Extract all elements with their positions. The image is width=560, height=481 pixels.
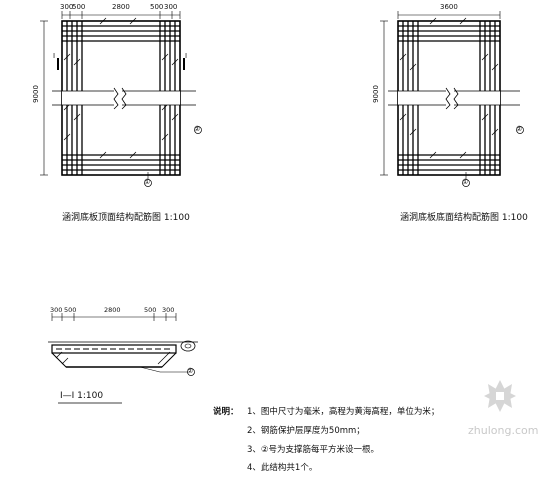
note-1: 1、图中尺寸为毫米，高程为黄海高程，单位为米；: [247, 407, 440, 417]
note-2: 2、钢筋保护层厚度为50mm；: [247, 426, 365, 436]
dim-section-2: 500: [64, 306, 77, 314]
section-drawing: [48, 313, 198, 404]
dim-section-5: 300: [162, 306, 175, 314]
dim-side-left: 9000: [31, 85, 40, 103]
dim-section-3: 2800: [104, 306, 121, 314]
watermark-text: zhulong.com: [468, 424, 539, 437]
note-3: 3、②号为支撑筋每平方米设一根。: [247, 445, 380, 455]
dim-top-left-5: 300: [164, 3, 178, 11]
callout-left-2: ②: [194, 125, 201, 133]
caption-plan-right: 涵洞底板底面结构配筋图 1:100: [400, 213, 528, 223]
caption-plan-left: 涵洞底板顶面结构配筋图 1:100: [62, 213, 190, 223]
plan-right-drawing: [380, 11, 524, 187]
section-mark-right: I: [185, 52, 188, 60]
dim-top-right: 3600: [440, 3, 458, 11]
callout-right-1: ①: [462, 178, 469, 186]
dim-top-left-4: 500: [150, 3, 164, 11]
dim-top-left-3: 2800: [112, 3, 130, 11]
note-4: 4、此结构共1个。: [247, 463, 318, 473]
dim-top-left-1: 300: [60, 3, 74, 11]
plan-left-drawing: [40, 11, 202, 187]
callout-left-1: ①: [144, 178, 151, 186]
callout-right-2: ②: [516, 125, 523, 133]
dim-top-left-2: 500: [72, 3, 86, 11]
notes-heading: 说明：: [213, 407, 239, 417]
section-mark-left: I: [53, 52, 56, 60]
dim-section-1: 300: [50, 306, 63, 314]
watermark-logo: [484, 380, 516, 412]
caption-section: I—I 1:100: [60, 391, 104, 401]
callout-section: ②: [187, 367, 194, 375]
dim-section-4: 500: [144, 306, 157, 314]
dim-side-right: 9000: [371, 85, 380, 103]
